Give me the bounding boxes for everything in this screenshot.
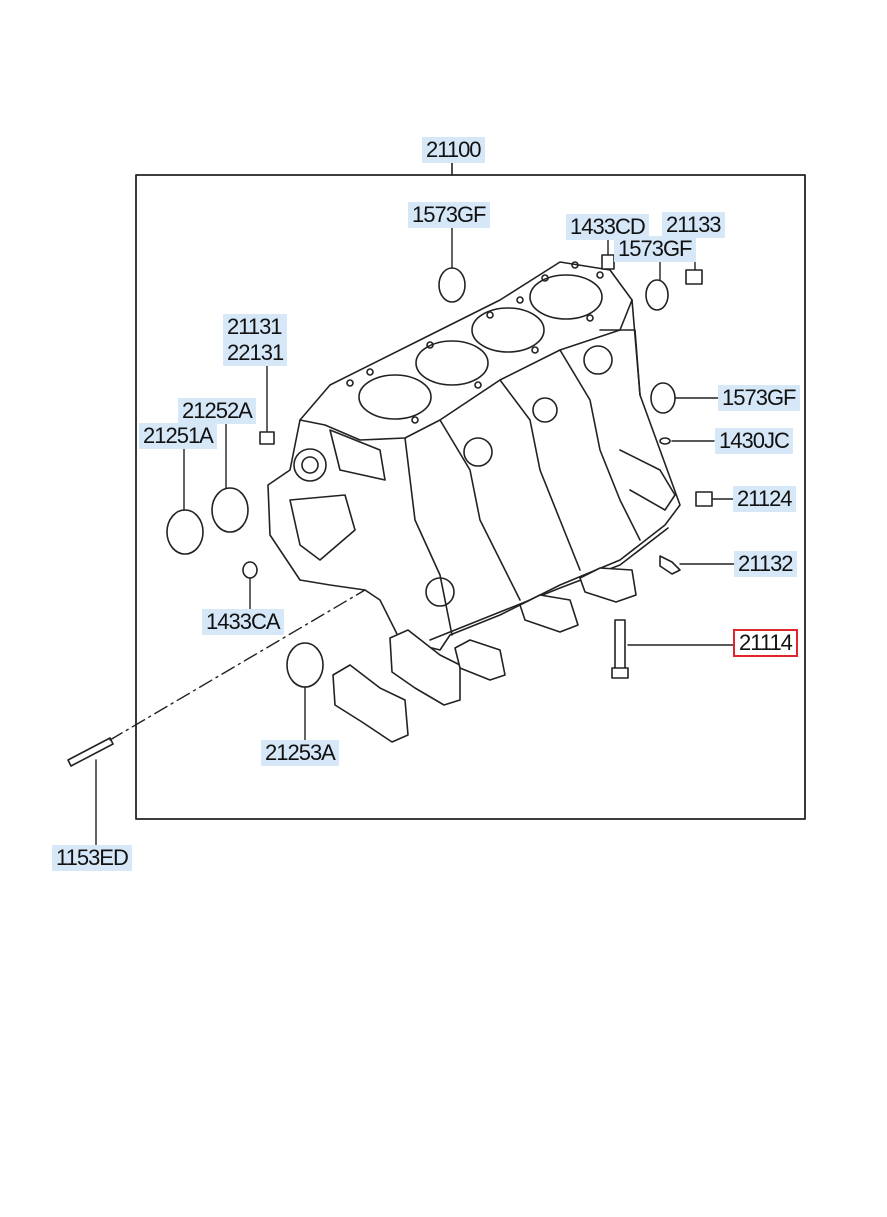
label-1433CD[interactable]: 1433CD xyxy=(566,214,649,240)
label-21100[interactable]: 21100 xyxy=(422,137,485,163)
label-1573GF-mid[interactable]: 1573GF xyxy=(614,236,696,262)
label-21131-22131[interactable]: 21131 22131 xyxy=(223,314,288,366)
label-1153ED[interactable]: 1153ED xyxy=(52,845,132,871)
label-1433CA[interactable]: 1433CA xyxy=(202,609,284,635)
label-21131[interactable]: 21131 xyxy=(227,314,283,339)
label-21133[interactable]: 21133 xyxy=(662,212,725,238)
small-parts xyxy=(67,254,713,767)
label-21253A[interactable]: 21253A xyxy=(261,740,339,766)
label-1573GF-right[interactable]: 1573GF xyxy=(718,385,800,411)
label-21124[interactable]: 21124 xyxy=(733,486,796,512)
leader-lines xyxy=(95,227,737,846)
assembly-frame xyxy=(135,174,806,820)
main-bearing-caps xyxy=(332,567,637,743)
label-1573GF-top[interactable]: 1573GF xyxy=(408,202,490,228)
label-21251A[interactable]: 21251A xyxy=(139,423,217,449)
label-22131[interactable]: 22131 xyxy=(227,340,284,365)
label-21252A[interactable]: 21252A xyxy=(178,398,256,424)
label-1430JC[interactable]: 1430JC xyxy=(715,428,793,454)
label-21114-selected[interactable]: 21114 xyxy=(733,629,798,657)
label-21132[interactable]: 21132 xyxy=(734,551,797,577)
